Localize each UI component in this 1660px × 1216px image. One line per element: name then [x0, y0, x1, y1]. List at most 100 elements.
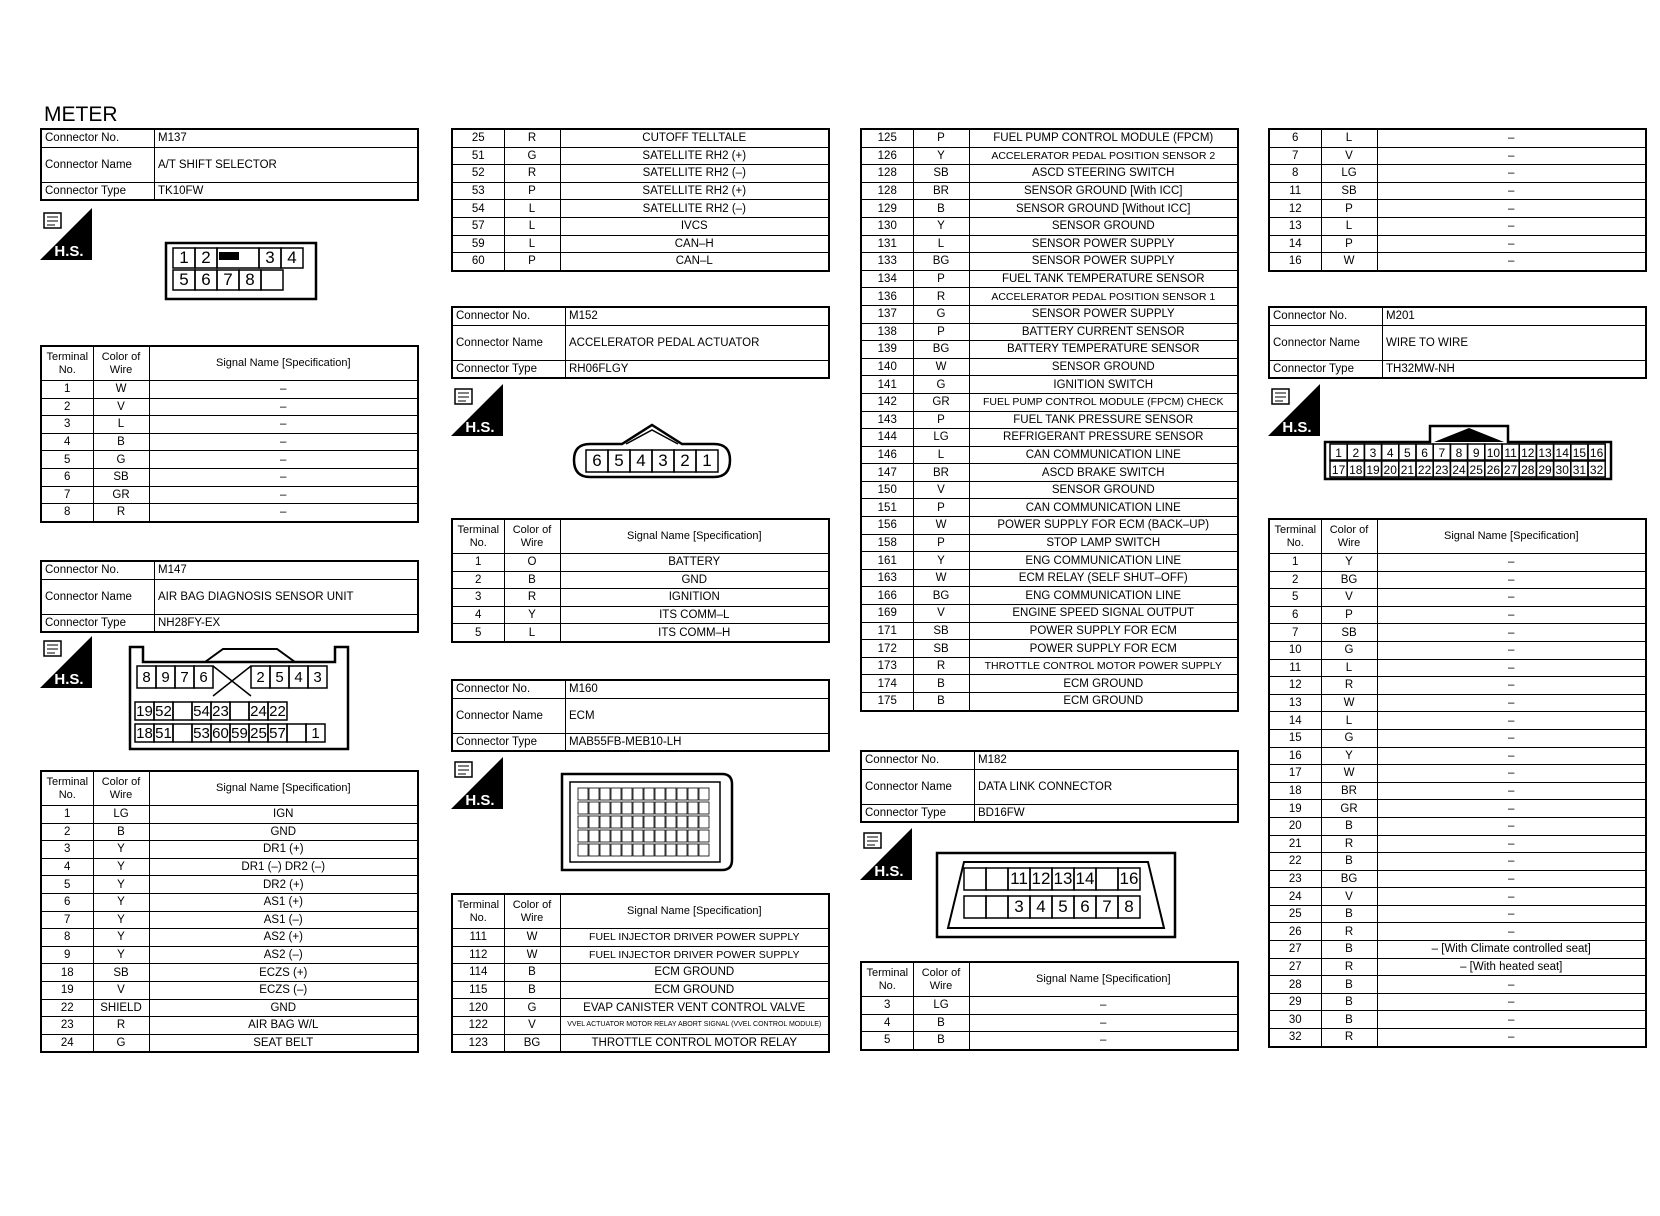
label-connector-no: Connector No.	[1268, 306, 1383, 326]
signal-name: THROTTLE CONTROL MOTOR RELAY	[559, 1033, 830, 1053]
wire-color: Y	[92, 928, 150, 947]
pin-number: 9	[161, 669, 169, 686]
wire-color: R	[92, 503, 150, 523]
signal-name: –	[1376, 834, 1647, 854]
terminal-no: 22	[40, 998, 94, 1018]
pin-cell	[588, 843, 600, 857]
pin-number: 19	[136, 703, 153, 720]
pin-number: 22	[269, 703, 286, 720]
wire-color: G	[1320, 640, 1378, 660]
terminal-no: 1	[40, 380, 94, 399]
terminal-no: 126	[860, 146, 914, 166]
terminal-no: 7	[1268, 146, 1322, 166]
wire-color: SB	[912, 621, 970, 641]
signal-name: AS1 (+)	[148, 892, 419, 912]
terminal-no: 166	[860, 586, 914, 606]
terminal-no: 6	[1268, 128, 1322, 148]
color-of-wire-header: Color of Wire	[92, 770, 150, 806]
connector-no-value: M201	[1382, 306, 1647, 326]
signal-name: ENG COMMUNICATION LINE	[968, 551, 1239, 570]
terminal-no: 60	[451, 252, 505, 272]
signal-name: IGN	[148, 805, 419, 824]
pin-number: 13	[1538, 446, 1552, 460]
terminal-no: 5	[1268, 588, 1322, 607]
pin-number: 6	[1421, 446, 1428, 460]
terminal-no: 14	[1268, 234, 1322, 254]
pin-cell	[610, 801, 622, 815]
wire-color: BG	[912, 586, 970, 606]
signal-name: SEAT BELT	[148, 1033, 419, 1053]
terminal-no: 2	[40, 397, 94, 417]
wire-color: R	[1320, 957, 1378, 977]
terminal-no: 163	[860, 568, 914, 588]
signal-name: –	[1376, 869, 1647, 889]
wire-color: SB	[912, 639, 970, 658]
label-connector-name: Connector Name	[860, 768, 975, 805]
signal-name: BATTERY CURRENT SENSOR	[968, 322, 1239, 342]
terminal-no: 151	[860, 498, 914, 518]
pin-number: 1	[1335, 446, 1342, 460]
pin-number: 26	[1487, 463, 1501, 477]
terminal-no: 10	[1268, 640, 1322, 660]
signal-name: FUEL PUMP CONTROL MODULE (FPCM)	[968, 128, 1239, 148]
signal-name: –	[1376, 711, 1647, 730]
signal-name: AS2 (–)	[148, 945, 419, 965]
pin-number: 28	[1521, 463, 1535, 477]
pin-cell	[687, 829, 699, 843]
terminal-no: 11	[1268, 181, 1322, 201]
pin-cell	[577, 829, 589, 843]
pin-cell	[280, 247, 304, 269]
signal-name: ECZS (–)	[148, 980, 419, 1000]
connector-type-value: MAB55FB-MEB10-LH	[565, 732, 830, 752]
wire-color: BG	[912, 340, 970, 359]
signal-name: ASCD BRAKE SWITCH	[968, 463, 1239, 482]
label-connector-name: Connector Name	[40, 146, 155, 183]
signal-name: –	[1376, 570, 1647, 590]
terminal-no: 146	[860, 445, 914, 465]
signal-name: SENSOR GROUND	[968, 357, 1239, 377]
signal-name-header: Signal Name [Specification]	[968, 961, 1239, 997]
signal-name: ENG COMMUNICATION LINE	[968, 586, 1239, 606]
wire-color: V	[1320, 887, 1378, 906]
signal-name: FUEL INJECTOR DRIVER POWER SUPPLY	[559, 928, 830, 947]
pin-number: 8	[142, 669, 150, 686]
terminal-no: 4	[40, 857, 94, 877]
pin-cell	[621, 843, 633, 857]
pin-number: 59	[231, 725, 248, 742]
signal-name: SATELLITE RH2 (–)	[559, 199, 830, 218]
cross-mark	[212, 665, 252, 697]
pin-cell	[687, 801, 699, 815]
terminal-no: 11	[1268, 658, 1322, 678]
terminal-no: 13	[1268, 216, 1322, 236]
signal-name: –	[1376, 975, 1647, 994]
pin-number: 23	[212, 703, 229, 720]
wire-color: B	[1320, 992, 1378, 1012]
signal-name: –	[1376, 781, 1647, 801]
wire-color: V	[92, 980, 150, 1000]
terminal-no-header: Terminal No.	[451, 518, 505, 554]
